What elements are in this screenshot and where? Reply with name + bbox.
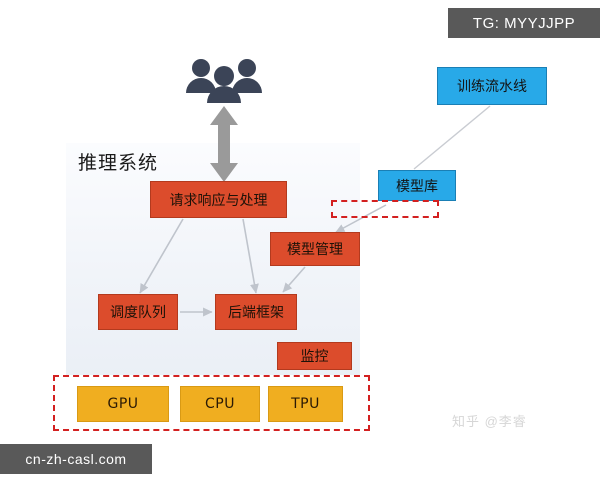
node-label: 请求响应与处理: [169, 192, 268, 209]
node-model-management[interactable]: 模型管理: [270, 232, 360, 266]
zhihu-watermark: 知乎 @李睿: [452, 414, 527, 429]
node-tpu[interactable]: TPU: [268, 386, 343, 422]
panel-title: 推理系统: [78, 152, 159, 174]
double-headed-vertical-arrow-icon: [210, 106, 238, 182]
node-label: 调度队列: [110, 305, 166, 321]
node-gpu[interactable]: GPU: [77, 386, 169, 422]
node-label: GPU: [107, 396, 139, 412]
node-request-response-processing[interactable]: 请求响应与处理: [150, 181, 287, 218]
users-group-icon: [186, 59, 262, 103]
node-scheduling-queue[interactable]: 调度队列: [98, 294, 178, 330]
node-label: 模型管理: [287, 242, 343, 258]
node-label: 监控: [300, 349, 329, 365]
node-cpu[interactable]: CPU: [180, 386, 260, 422]
node-training-pipeline[interactable]: 训练流水线: [437, 67, 547, 105]
node-monitoring[interactable]: 监控: [277, 342, 352, 370]
node-label: CPU: [205, 396, 235, 412]
node-label: 训练流水线: [457, 79, 527, 95]
node-label: TPU: [291, 396, 320, 412]
model-repository-highlight: [331, 200, 439, 218]
node-label: 模型库: [396, 178, 438, 195]
site-watermark-chip: cn-zh-casl.com: [0, 444, 152, 474]
node-model-repository[interactable]: 模型库: [378, 170, 456, 201]
node-label: 后端框架: [228, 305, 284, 321]
node-backend-framework[interactable]: 后端框架: [215, 294, 297, 330]
telegram-watermark-chip: TG: MYYJJPP: [448, 8, 600, 38]
